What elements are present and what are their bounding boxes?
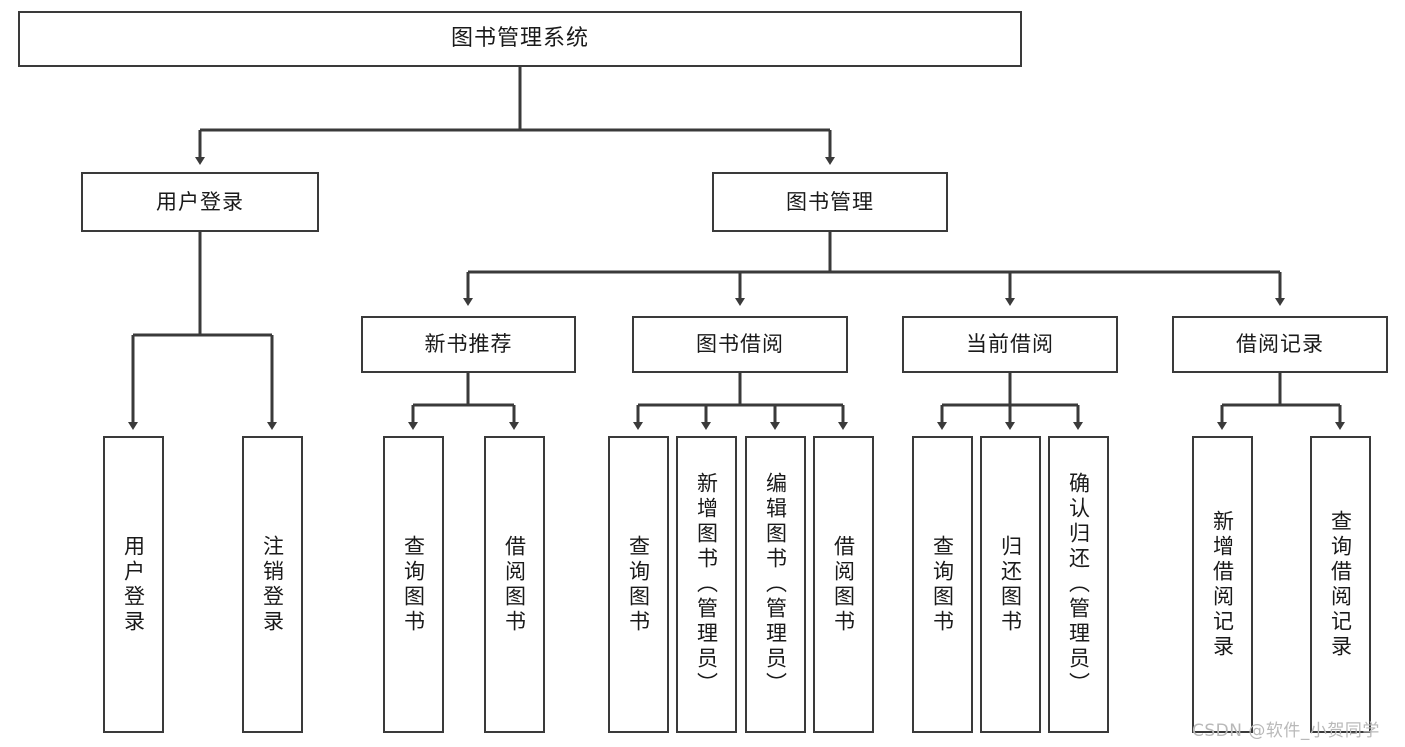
leaf-query-borrow-record[interactable]: 查询借阅记录 bbox=[1310, 436, 1371, 733]
node-label: 新增借阅记录 bbox=[1210, 509, 1235, 660]
leaf-new-book-borrow[interactable]: 借阅图书 bbox=[484, 436, 545, 733]
leaf-add-borrow-record[interactable]: 新增借阅记录 bbox=[1192, 436, 1253, 733]
leaf-borrow-book[interactable]: 借阅图书 bbox=[813, 436, 874, 733]
node-label: 查询图书 bbox=[930, 534, 955, 635]
node-label: 归还图书 bbox=[998, 534, 1023, 635]
node-label: 编辑图书（管理员） bbox=[763, 472, 788, 697]
node-label: 新书推荐 bbox=[424, 332, 513, 357]
node-label: 确认归还（管理员） bbox=[1066, 472, 1091, 697]
node-label: 当前借阅 bbox=[966, 332, 1054, 357]
node-borrow-record[interactable]: 借阅记录 bbox=[1172, 316, 1388, 373]
leaf-new-book-query[interactable]: 查询图书 bbox=[383, 436, 444, 733]
node-user-login[interactable]: 用户登录 bbox=[81, 172, 319, 232]
node-label: 用户登录 bbox=[156, 189, 244, 214]
node-label: 用户登录 bbox=[121, 534, 146, 635]
node-label: 查询图书 bbox=[401, 534, 426, 635]
node-book-management[interactable]: 图书管理 bbox=[712, 172, 948, 232]
node-label: 查询图书 bbox=[626, 534, 651, 635]
leaf-return-book[interactable]: 归还图书 bbox=[980, 436, 1041, 733]
leaf-current-query-book[interactable]: 查询图书 bbox=[912, 436, 973, 733]
node-new-book-recommend[interactable]: 新书推荐 bbox=[361, 316, 576, 373]
node-label: 图书借阅 bbox=[696, 332, 784, 357]
node-label: 借阅记录 bbox=[1236, 332, 1324, 357]
leaf-borrow-query-book[interactable]: 查询图书 bbox=[608, 436, 669, 733]
node-label: 新增图书（管理员） bbox=[694, 472, 719, 697]
leaf-user-login[interactable]: 用户登录 bbox=[103, 436, 164, 733]
node-current-borrow[interactable]: 当前借阅 bbox=[902, 316, 1118, 373]
leaf-logout[interactable]: 注销登录 bbox=[242, 436, 303, 733]
node-label: 查询借阅记录 bbox=[1328, 509, 1353, 660]
csdn-watermark: CSDN @软件_小贺同学 bbox=[1192, 721, 1380, 741]
node-label: 借阅图书 bbox=[831, 534, 856, 635]
leaf-add-book-admin[interactable]: 新增图书（管理员） bbox=[676, 436, 737, 733]
node-label: 图书管理 bbox=[786, 189, 874, 214]
node-root-system[interactable]: 图书管理系统 bbox=[18, 11, 1022, 67]
leaf-confirm-return-admin[interactable]: 确认归还（管理员） bbox=[1048, 436, 1109, 733]
node-book-borrow[interactable]: 图书借阅 bbox=[632, 316, 848, 373]
node-label: 图书管理系统 bbox=[450, 26, 589, 52]
leaf-edit-book-admin[interactable]: 编辑图书（管理员） bbox=[745, 436, 806, 733]
node-label: 注销登录 bbox=[260, 534, 285, 635]
node-label: 借阅图书 bbox=[502, 534, 527, 635]
